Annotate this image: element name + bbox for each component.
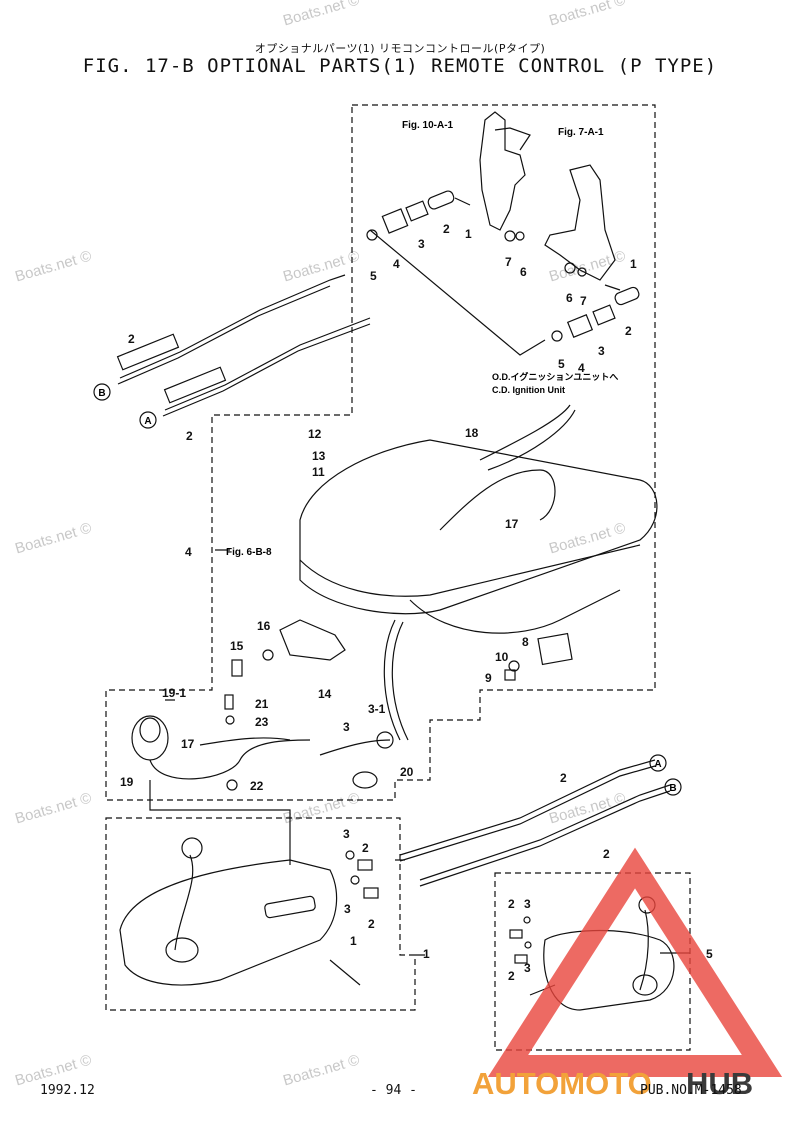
footer-date: 1992.12 <box>40 1083 95 1098</box>
svg-text:4: 4 <box>393 257 400 271</box>
svg-text:21: 21 <box>255 697 269 711</box>
svg-text:HUB: HUB <box>686 1066 753 1101</box>
svg-text:19-1: 19-1 <box>162 686 186 700</box>
page-title: FIG. 17-B OPTIONAL PARTS(1) REMOTE CONTR… <box>82 55 718 77</box>
footer-page-number: - 94 - <box>370 1083 417 1098</box>
svg-text:5: 5 <box>370 269 377 283</box>
circle-ref-b: B <box>93 383 111 401</box>
svg-text:11: 11 <box>312 465 325 479</box>
svg-text:3-1: 3-1 <box>368 702 386 716</box>
svg-text:2: 2 <box>560 771 567 785</box>
ref-fig-6-b-8: Fig. 6-B-8 <box>226 547 272 558</box>
svg-text:2: 2 <box>625 324 632 338</box>
circle-ref-a: A <box>139 411 157 429</box>
ref-fig-7-a-1: Fig. 7-A-1 <box>558 127 604 138</box>
svg-text:2: 2 <box>362 841 369 855</box>
svg-text:B: B <box>669 783 676 794</box>
svg-text:5: 5 <box>558 357 565 371</box>
svg-text:1: 1 <box>465 227 472 241</box>
svg-text:13: 13 <box>312 449 326 463</box>
svg-text:2: 2 <box>603 847 610 861</box>
svg-text:9: 9 <box>485 671 492 685</box>
note-cd-ignition: C.D. Ignition Unit <box>492 385 565 395</box>
svg-text:3: 3 <box>524 961 531 975</box>
svg-text:A: A <box>654 759 661 770</box>
svg-text:1: 1 <box>630 257 637 271</box>
svg-text:12: 12 <box>308 427 322 441</box>
ref-fig-10-a-1: Fig. 10-A-1 <box>402 120 454 131</box>
svg-text:2: 2 <box>508 897 515 911</box>
svg-text:7: 7 <box>580 294 587 308</box>
svg-text:19: 19 <box>120 775 134 789</box>
svg-text:8: 8 <box>522 635 529 649</box>
svg-text:3: 3 <box>344 902 351 916</box>
footer-publication-number: PUB.NO.M-1458 <box>640 1083 742 1098</box>
svg-text:7: 7 <box>505 255 512 269</box>
automotohub-logo: AUTOMOTO HUB <box>472 847 783 1101</box>
note-od-jp: O.D.イグニッションユニットへ <box>492 371 618 382</box>
svg-text:3: 3 <box>418 237 425 251</box>
svg-text:17: 17 <box>181 737 195 751</box>
svg-text:16: 16 <box>257 619 271 633</box>
svg-text:B: B <box>98 388 105 399</box>
svg-text:18: 18 <box>465 426 479 440</box>
svg-text:2: 2 <box>128 332 135 346</box>
svg-text:3: 3 <box>598 344 605 358</box>
svg-text:2: 2 <box>443 222 450 236</box>
svg-text:2: 2 <box>368 917 375 931</box>
svg-text:17: 17 <box>505 517 519 531</box>
circle-ref-b: B <box>664 778 682 796</box>
svg-text:AUTOMOTO: AUTOMOTO <box>472 1066 652 1101</box>
svg-text:15: 15 <box>230 639 244 653</box>
svg-text:6: 6 <box>520 265 527 279</box>
svg-text:4: 4 <box>578 361 585 375</box>
svg-text:1: 1 <box>423 947 430 961</box>
svg-text:20: 20 <box>400 765 414 779</box>
svg-text:2: 2 <box>508 969 515 983</box>
svg-text:2: 2 <box>186 429 193 443</box>
svg-text:A: A <box>144 416 151 427</box>
svg-text:3: 3 <box>343 720 350 734</box>
svg-text:6: 6 <box>566 291 573 305</box>
svg-text:5: 5 <box>706 947 713 961</box>
svg-text:4: 4 <box>185 545 192 559</box>
svg-text:3: 3 <box>524 897 531 911</box>
svg-text:3: 3 <box>343 827 350 841</box>
svg-text:1: 1 <box>350 934 357 948</box>
circle-ref-a: A <box>649 754 667 772</box>
svg-text:23: 23 <box>255 715 269 729</box>
svg-text:22: 22 <box>250 779 264 793</box>
svg-text:14: 14 <box>318 687 332 701</box>
svg-text:10: 10 <box>495 650 509 664</box>
title-japanese: オプショナルパーツ(1) リモコンコントロール(Pタイプ) <box>254 42 546 55</box>
